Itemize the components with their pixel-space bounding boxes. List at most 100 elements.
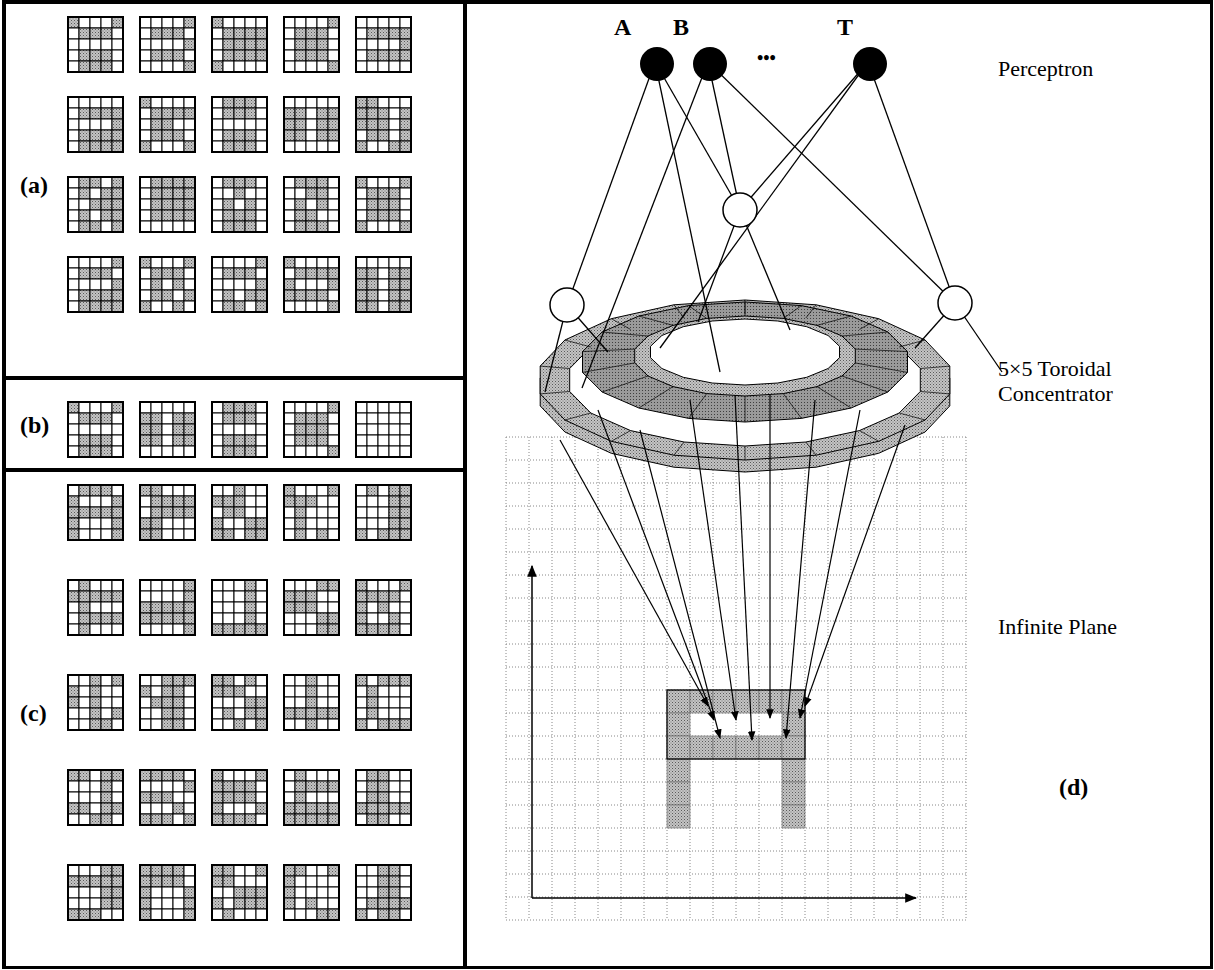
grid-cell <box>112 792 123 803</box>
grid-cell <box>112 435 123 446</box>
grid-cell <box>223 697 234 708</box>
grid-cell <box>295 279 306 290</box>
grid-cell <box>245 221 256 232</box>
grid-cell <box>400 210 411 221</box>
grid-cell <box>317 814 328 825</box>
grid-cell <box>173 279 184 290</box>
grid-cell <box>295 613 306 624</box>
grid-cell <box>317 130 328 141</box>
connection-line <box>740 62 868 210</box>
grid-cell <box>317 188 328 199</box>
grid-cell <box>400 792 411 803</box>
plane-grid-line <box>966 437 967 920</box>
grid-cell <box>245 61 256 72</box>
grid-cell <box>151 865 162 876</box>
grid-cell <box>234 39 245 50</box>
grid-cell <box>90 686 101 697</box>
projection-arrow <box>786 400 815 738</box>
grid-cell <box>212 792 223 803</box>
grid-pattern <box>356 485 411 540</box>
plane-cell <box>667 782 690 805</box>
grid-cell <box>245 17 256 28</box>
plane-grid-line <box>667 437 668 920</box>
grid-cell <box>173 814 184 825</box>
grid-cell <box>112 413 123 424</box>
grid-cell <box>234 268 245 279</box>
plane-cell <box>667 690 690 713</box>
grid-cell <box>367 402 378 413</box>
grid-cell <box>367 529 378 540</box>
grid-cell <box>306 675 317 686</box>
grid-cell <box>245 28 256 39</box>
grid-cell <box>306 686 317 697</box>
grid-cell <box>245 876 256 887</box>
grid-cell <box>317 17 328 28</box>
output-unit: T <box>853 47 887 81</box>
grid-cell <box>173 199 184 210</box>
grid-cell <box>400 814 411 825</box>
grid-cell <box>101 792 112 803</box>
grid-cell <box>378 402 389 413</box>
grid-cell <box>245 518 256 529</box>
grid-cell <box>245 108 256 119</box>
projection-arrow <box>735 395 752 740</box>
grid-cell <box>212 108 223 119</box>
grid-cell <box>223 188 234 199</box>
grid-cell <box>68 697 79 708</box>
plane-grid-line <box>506 506 966 507</box>
grid-cell <box>256 402 267 413</box>
grid-cell <box>328 909 339 920</box>
grid-cell <box>356 624 367 635</box>
grid-cell <box>389 290 400 301</box>
grid-cell <box>306 268 317 279</box>
grid-cell <box>101 708 112 719</box>
grid-cell <box>162 301 173 312</box>
grid-cell <box>356 898 367 909</box>
grid-cell <box>184 719 195 730</box>
grid-cell <box>356 61 367 72</box>
grid-cell <box>68 792 79 803</box>
grid-cell <box>367 507 378 518</box>
grid-cell <box>389 268 400 279</box>
grid-cell <box>389 28 400 39</box>
grid-cell <box>173 221 184 232</box>
grid-border <box>140 485 195 540</box>
grid-cell <box>140 876 151 887</box>
grid-cell <box>212 898 223 909</box>
torus-segment <box>611 319 630 330</box>
grid-cell <box>184 708 195 719</box>
connection-line <box>708 62 740 210</box>
grid-cell <box>173 446 184 457</box>
grid-cell <box>112 518 123 529</box>
grid-cell <box>317 28 328 39</box>
grid-cell <box>212 119 223 130</box>
layer-label: Infinite Plane <box>998 614 1118 639</box>
grid-cell <box>90 119 101 130</box>
grid-cell <box>389 909 400 920</box>
grid-cell <box>140 803 151 814</box>
grid-cell <box>68 177 79 188</box>
panel-label: (b) <box>20 412 49 438</box>
grid-cell <box>356 268 367 279</box>
grid-cell <box>256 199 267 210</box>
grid-cell <box>140 301 151 312</box>
grid-cell <box>389 686 400 697</box>
grid-cell <box>378 119 389 130</box>
torus-segment <box>611 431 630 442</box>
grid-cell <box>151 188 162 199</box>
grid-cell <box>212 887 223 898</box>
grid-cell <box>256 507 267 518</box>
grid-cell <box>112 97 123 108</box>
grid-cell <box>173 130 184 141</box>
grid-cell <box>400 602 411 613</box>
grid-cell <box>90 279 101 290</box>
grid-cell <box>367 624 378 635</box>
plane-grid-line <box>575 437 576 920</box>
grid-cell <box>140 290 151 301</box>
grid-cell <box>140 865 151 876</box>
grid-cell <box>284 803 295 814</box>
grid-cell <box>112 697 123 708</box>
grid-cell <box>306 221 317 232</box>
grid-cell <box>112 719 123 730</box>
